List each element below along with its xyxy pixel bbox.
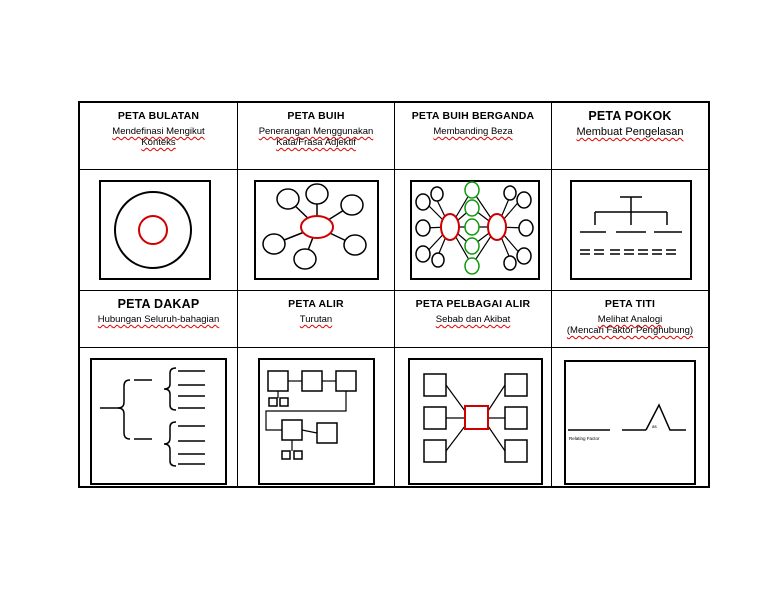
map-subtitle: Konteks [141, 137, 176, 148]
map-subtitle: (Mencari Faktor Penghubung) [566, 325, 694, 336]
flow-map-diagram [258, 358, 375, 485]
row-divider [80, 347, 708, 348]
cell-header-peta-titi: PETA TITI Melihat Analogi(Mencari Faktor… [552, 291, 708, 347]
map-title: PETA BULATAN [117, 110, 200, 122]
map-subtitle: Sebab dan Akibat [435, 314, 511, 325]
map-title: PETA BUIH [287, 110, 345, 122]
map-subtitle: Hubungan Seluruh-bahagian [97, 314, 220, 325]
map-title: PETA ALIR [288, 298, 344, 310]
map-subtitle: Penerangan Menggunakan [258, 126, 374, 137]
bridge-as-label: as [652, 424, 658, 429]
map-title: PETA TITI [604, 298, 656, 310]
cell-header-peta-pelbagai-alir: PETA PELBAGAI ALIR Sebab dan Akibat [395, 291, 551, 347]
map-title: PETA BUIH BERGANDA [411, 110, 535, 122]
row-divider [80, 290, 708, 291]
cell-header-peta-buih-berganda: PETA BUIH BERGANDA Membanding Beza [395, 103, 551, 169]
cell-header-peta-alir: PETA ALIR Turutan [238, 291, 394, 347]
bubble-map-diagram [254, 180, 379, 280]
circle-map-diagram [99, 180, 211, 280]
map-subtitle: Mendefinasi Mengikut [112, 126, 205, 137]
cell-header-peta-pokok: PETA POKOK Membuat Pengelasan [552, 103, 708, 169]
column-divider [237, 103, 238, 486]
double-bubble-map-diagram [410, 180, 540, 280]
map-title: PETA PELBAGAI ALIR [415, 298, 531, 310]
multi-flow-map-diagram [408, 358, 543, 485]
map-subtitle: Melihat Analogi [597, 314, 663, 325]
column-divider [394, 103, 395, 486]
brace-map-diagram [90, 358, 227, 485]
map-title: PETA DAKAP [117, 297, 200, 311]
bridge-relating-factor-label: Relating Factor [569, 436, 600, 441]
map-title: PETA POKOK [588, 109, 672, 123]
map-subtitle: Membuat Pengelasan [576, 126, 684, 138]
bridge-map-diagram: Relating Factor as [564, 360, 696, 485]
cell-header-peta-dakap: PETA DAKAP Hubungan Seluruh-bahagian [80, 291, 237, 347]
map-subtitle: Turutan [299, 314, 333, 325]
tree-map-diagram [570, 180, 692, 280]
map-subtitle: Membanding Beza [433, 126, 513, 137]
map-subtitle: Kata/Frasa Adjektif [276, 137, 356, 148]
row-divider [80, 169, 708, 170]
column-divider [551, 103, 552, 486]
